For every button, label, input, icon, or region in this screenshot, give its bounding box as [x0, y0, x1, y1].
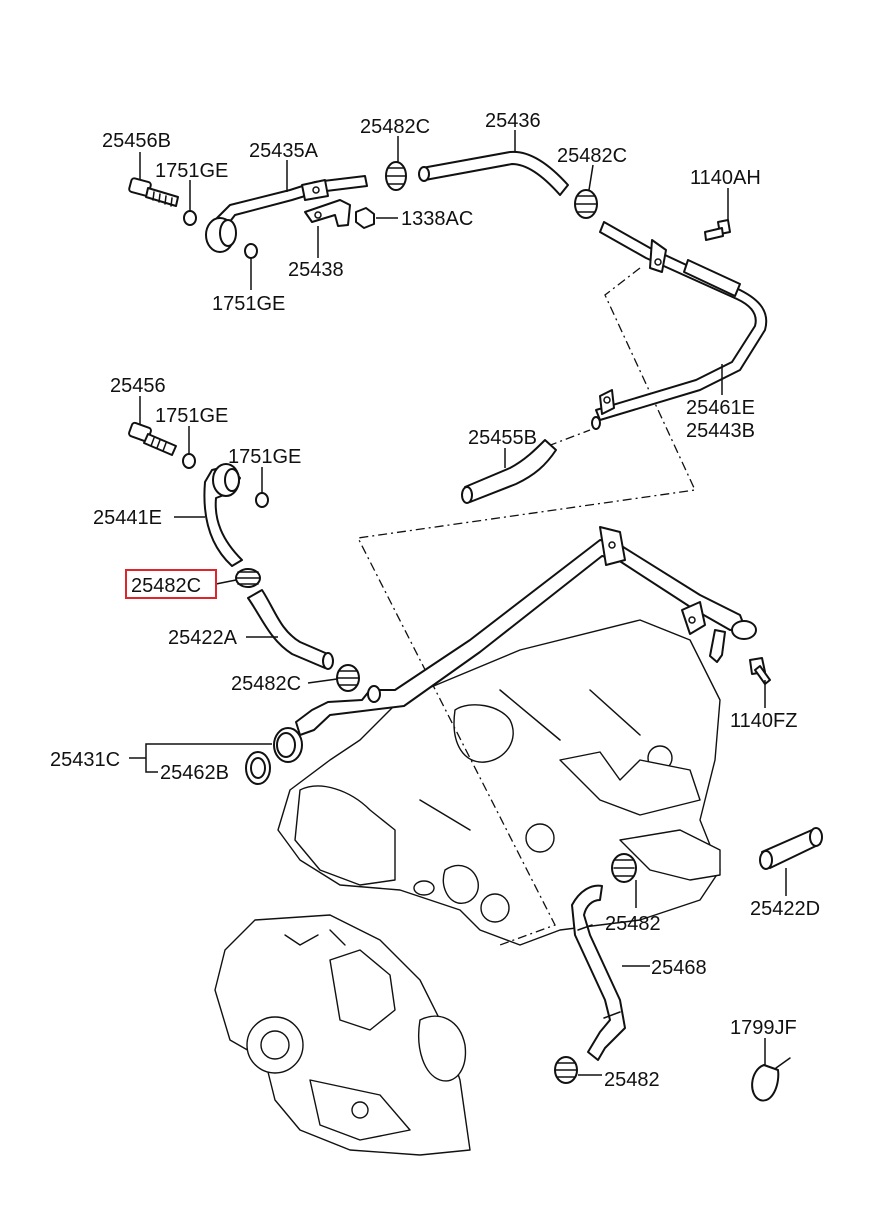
label-25482-a[interactable]: 25482 — [605, 913, 661, 935]
label-25456[interactable]: 25456 — [110, 375, 166, 397]
clamp-25482-a — [611, 853, 637, 883]
label-25482C-highlighted[interactable]: 25482C — [131, 575, 201, 597]
bolt-25456 — [128, 421, 177, 456]
label-1799JF[interactable]: 1799JF — [730, 1017, 797, 1039]
hose-25455B — [461, 439, 557, 504]
label-1751GE-b[interactable]: 1751GE — [212, 293, 285, 315]
label-1751GE-a[interactable]: 1751GE — [155, 160, 228, 182]
label-25482C-a[interactable]: 25482C — [360, 116, 430, 138]
hose-25436 — [418, 150, 569, 196]
washer-1751GE-d — [255, 492, 269, 508]
highlight-box — [125, 569, 217, 599]
clamp-25482C-highlighted — [235, 568, 261, 588]
clamp-25482-b — [554, 1056, 578, 1084]
gasket-25462B-inner — [250, 757, 266, 779]
label-25436[interactable]: 25436 — [485, 110, 541, 132]
label-1751GE-d[interactable]: 1751GE — [228, 446, 301, 468]
label-1338AC[interactable]: 1338AC — [401, 208, 473, 230]
label-25435A[interactable]: 25435A — [249, 140, 319, 162]
hose-25422D — [759, 827, 823, 870]
hose-25422A — [247, 589, 334, 670]
label-25468[interactable]: 25468 — [651, 957, 707, 979]
label-1140AH[interactable]: 1140AH — [690, 167, 761, 189]
clip-1799JF — [751, 1057, 791, 1102]
label-25422D[interactable]: 25422D — [750, 898, 820, 920]
label-25461E[interactable]: 25461E — [686, 397, 755, 419]
label-25482-b[interactable]: 25482 — [604, 1069, 660, 1091]
nut-1338AC — [355, 207, 375, 229]
pipe-25431C — [273, 526, 757, 763]
pipe-25461E-25443B — [591, 221, 768, 430]
label-25422A[interactable]: 25422A — [168, 627, 238, 649]
label-25441E[interactable]: 25441E — [93, 507, 162, 529]
bolt-1140FZ — [749, 657, 771, 685]
leader-lines — [129, 130, 787, 1076]
washer-1751GE-b — [244, 243, 258, 259]
clamp-25482C-a — [385, 161, 407, 191]
clamp-25482C-b — [574, 189, 598, 219]
pipe-25435A — [205, 175, 368, 253]
label-25438[interactable]: 25438 — [288, 259, 344, 281]
label-25482C-c[interactable]: 25482C — [231, 673, 301, 695]
label-25456B[interactable]: 25456B — [102, 130, 171, 152]
hose-25468 — [571, 884, 626, 1061]
bracket-25438 — [304, 199, 351, 227]
bolt-25456B — [128, 177, 179, 207]
engine-block — [214, 619, 721, 1156]
bolt-1140AH — [704, 219, 731, 241]
relation-lines — [357, 267, 696, 946]
label-1751GE-c[interactable]: 1751GE — [155, 405, 228, 427]
pipe-25441E — [203, 463, 243, 567]
callout-labels: 25456B 1751GE 25435A 25482C 25436 25482C… — [50, 110, 820, 1091]
label-1140FZ[interactable]: 1140FZ — [730, 710, 797, 732]
washer-1751GE-c — [182, 453, 196, 469]
label-25462B[interactable]: 25462B — [160, 762, 229, 784]
label-25455B[interactable]: 25455B — [468, 427, 537, 449]
washer-1751GE-a — [183, 210, 197, 226]
label-25482C-b[interactable]: 25482C — [557, 145, 627, 167]
label-25443B[interactable]: 25443B — [686, 420, 755, 442]
label-25431C[interactable]: 25431C — [50, 749, 120, 771]
clamp-25482C-c — [336, 664, 360, 692]
